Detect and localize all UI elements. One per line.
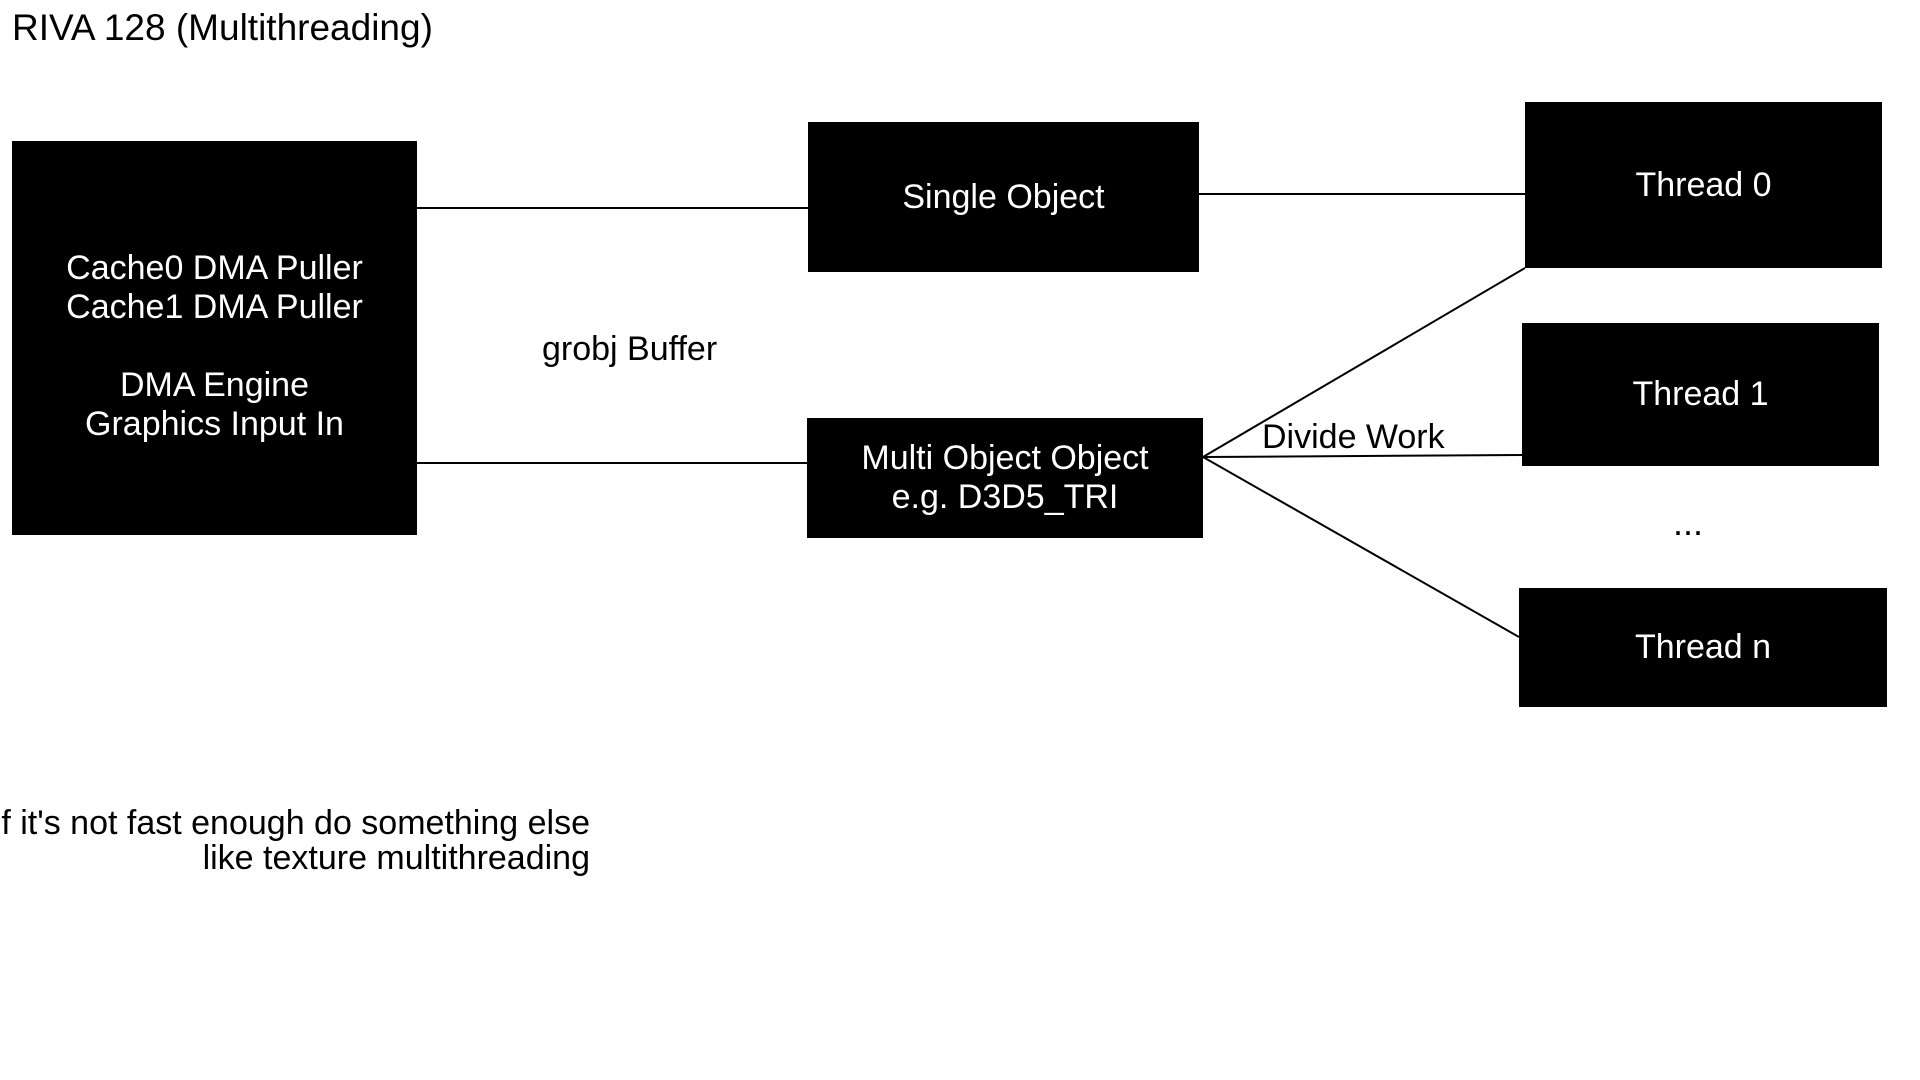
connector-multi-object-to-thread-n: [1202, 456, 1520, 638]
multi-object-box-line-1: Multi Object Object: [861, 439, 1149, 477]
thread-0-box-label: Thread 0: [1635, 165, 1772, 204]
dma-puller-box-line-1: Cache0 DMA Puller: [66, 248, 363, 287]
single-object-box-label: Single Object: [902, 177, 1105, 216]
divide-work-label: Divide Work: [1262, 418, 1445, 456]
thread-n-box-label: Thread n: [1634, 628, 1772, 666]
footnote-text: If it's not fast enough do something els…: [0, 806, 590, 876]
thread-1-box-label: Thread 1: [1632, 375, 1769, 413]
dma-puller-box-line-4: DMA Engine: [120, 365, 309, 404]
multi-object-box: Multi Object Object e.g. D3D5_TRI: [807, 418, 1203, 538]
thread-n-box: Thread n: [1519, 588, 1887, 707]
dma-puller-box: Cache0 DMA Puller Cache1 DMA Puller DMA …: [12, 141, 417, 535]
dma-puller-box-line-2: Cache1 DMA Puller: [66, 287, 363, 326]
footnote-line-2: like texture multithreading: [202, 839, 590, 877]
connector-multi-object-to-thread-0: [1202, 267, 1526, 458]
more-threads-ellipsis: ...: [1672, 502, 1703, 543]
multi-object-box-line-2: e.g. D3D5_TRI: [891, 478, 1119, 516]
connector-multi-object-to-thread-1: [1202, 454, 1523, 458]
page-title: RIVA 128 (Multithreading): [12, 7, 433, 48]
dma-puller-box-line-5: Graphics Input In: [85, 404, 344, 443]
single-object-box: Single Object: [808, 122, 1199, 272]
footnote-line-1: If it's not fast enough do something els…: [0, 804, 590, 842]
thread-1-box: Thread 1: [1522, 323, 1879, 466]
thread-0-box: Thread 0: [1525, 102, 1882, 268]
grobj-buffer-label: grobj Buffer: [542, 330, 718, 368]
